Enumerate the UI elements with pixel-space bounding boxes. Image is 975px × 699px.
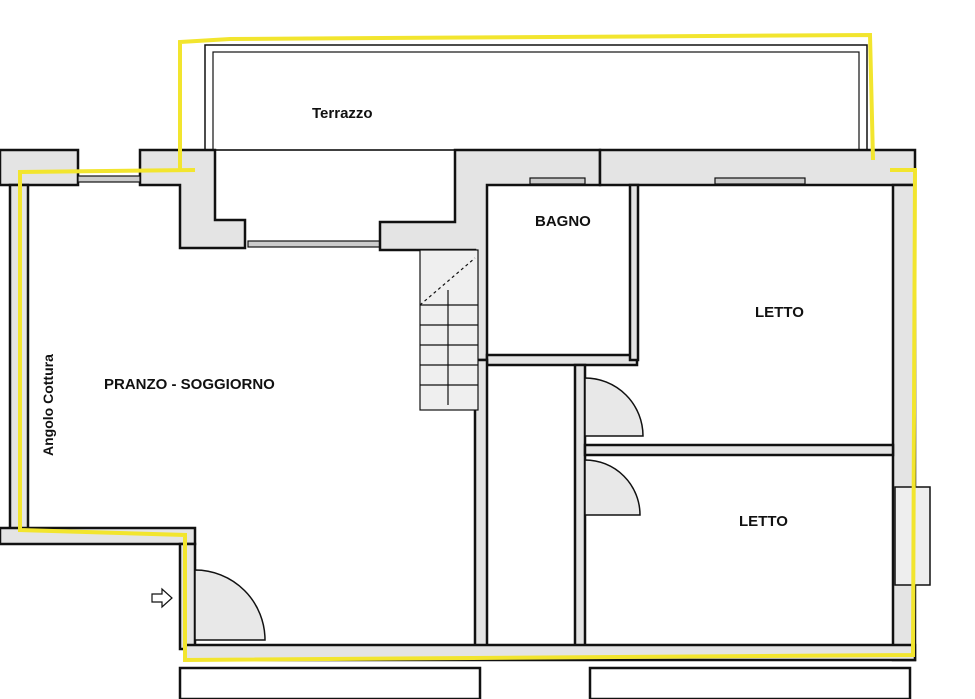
wall — [178, 666, 482, 699]
window — [247, 240, 381, 248]
door — [584, 377, 644, 437]
terrace-railing-inner — [212, 51, 860, 151]
wall — [178, 542, 197, 651]
room-label-bathroom: BAGNO — [535, 213, 591, 230]
wall — [485, 353, 639, 367]
room-label-bedroom-2: LETTO — [739, 513, 788, 530]
terrace-railing — [204, 44, 868, 151]
wall — [588, 666, 912, 699]
apartment-boundary — [178, 32, 875, 170]
wall — [138, 148, 247, 250]
window — [77, 175, 141, 183]
wall — [573, 363, 587, 652]
room-label-kitchen-corner: Angolo Cottura — [40, 354, 56, 456]
doors — [194, 377, 644, 641]
wall — [628, 183, 640, 362]
entrance-door — [194, 569, 266, 641]
wall — [0, 148, 80, 187]
window — [714, 177, 806, 185]
room-label-living: PRANZO - SOGGIORNO — [104, 376, 275, 393]
door — [584, 459, 641, 516]
apartment-boundary — [18, 168, 918, 663]
room-label-bedroom-1: LETTO — [755, 304, 804, 321]
entrance-arrow-icon — [151, 587, 173, 609]
window — [529, 177, 586, 185]
room-label-terrace: Terrazzo — [312, 105, 373, 122]
staircase — [419, 249, 479, 411]
wall — [583, 443, 895, 457]
